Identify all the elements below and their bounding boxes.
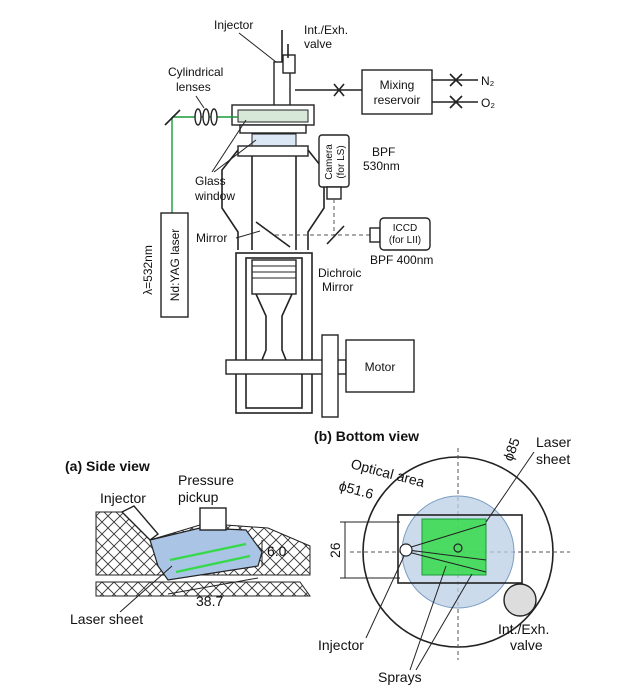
mixing-reservoir-box — [361, 69, 433, 115]
motor-box — [345, 339, 415, 393]
bpf400-label: BPF 400nm — [370, 253, 433, 267]
lens-1 — [194, 108, 202, 126]
side-laser-sheet-2 — [175, 554, 251, 574]
window-holder — [237, 145, 309, 157]
dim-6-label: 6.0 — [267, 543, 287, 559]
bottom-laser-sheet-1: Laser — [536, 434, 571, 450]
glass-window-lower — [251, 133, 297, 147]
iccd-label-2: (for LII) — [389, 235, 421, 246]
mirror-leader — [235, 230, 261, 239]
mirror-label: Mirror — [196, 231, 227, 245]
mirror-in-cylinder — [255, 221, 291, 248]
side-laser-sheet-1 — [169, 542, 247, 562]
injector-label: Injector — [214, 18, 253, 32]
iccd-label-1: ICCD — [393, 223, 417, 234]
center-marker — [453, 543, 463, 553]
sprays-leader-2 — [415, 573, 473, 671]
pressure-pickup — [199, 507, 227, 531]
crankcase-outer — [235, 252, 313, 414]
glass-window-leader-1 — [211, 119, 247, 173]
dim-38-line — [167, 577, 259, 595]
turning-mirror — [164, 109, 181, 126]
optical-area-label-1: Optical — [349, 455, 395, 482]
connecting-rod — [255, 293, 293, 371]
side-injector-label: Injector — [100, 490, 146, 506]
camera-label-2: (for LS) — [336, 145, 347, 178]
bottom-view-title: (b) Bottom view — [314, 428, 419, 444]
reservoir-label-2: reservoir — [374, 93, 421, 107]
lens-3 — [210, 108, 218, 126]
dim-38-label: 38.7 — [196, 593, 223, 609]
flywheel — [321, 334, 339, 418]
lenses-leader — [195, 95, 205, 109]
sprays-leader-1 — [409, 565, 447, 671]
valve-label-line2: valve — [304, 37, 332, 51]
engine-setup: Injector Int./Exh. valve Mixing reservoi… — [141, 18, 495, 418]
camera-label-1: Camera — [324, 144, 335, 180]
o2-label: O₂ — [481, 96, 495, 110]
bpf530-label-2: 530nm — [363, 159, 400, 173]
sprays-label: Sprays — [378, 669, 422, 685]
o2-valve-icon — [449, 95, 463, 109]
lens-2 — [202, 108, 210, 126]
side-laser-leader — [119, 565, 173, 613]
glass-ring — [239, 124, 307, 134]
pressure-label-2: pickup — [178, 489, 219, 505]
dichroic-label-2: Mirror — [322, 280, 353, 294]
glass-window-upper — [237, 109, 309, 123]
bpf530-label-1: BPF — [372, 145, 395, 159]
side-view: (a) Side view Injector Pressure pickup 6… — [65, 458, 311, 627]
spray-lines — [407, 523, 487, 573]
n2-valve-icon — [449, 73, 463, 87]
wavelength-label: λ=532nm — [141, 245, 155, 295]
side-injector — [120, 505, 160, 541]
valve-label-line1: Int./Exh. — [304, 23, 348, 37]
bottom-laser-leader — [485, 451, 535, 523]
lenses-label-1: Cylindrical — [168, 65, 223, 79]
bottom-injector-leader — [365, 555, 405, 639]
bottom-laser-sheet-2: sheet — [536, 451, 570, 467]
phi85-label: ϕ85 — [500, 435, 523, 463]
glass-window-leader-2 — [213, 139, 257, 173]
injector-leader — [238, 32, 277, 63]
iccd-lens — [369, 227, 381, 243]
glass-window-label-1: Glass — [195, 174, 226, 188]
bottom-injector-icon — [399, 543, 413, 557]
gas-valve-icon — [333, 83, 345, 97]
pressure-label-1: Pressure — [178, 472, 234, 488]
bottom-injector-label: Injector — [318, 637, 364, 653]
bottom-valve-label-2: valve — [510, 637, 543, 653]
n2-label: N₂ — [481, 74, 495, 88]
dichroic-label-1: Dichroic — [318, 266, 361, 280]
chamber-outline — [397, 514, 523, 584]
valve-body — [282, 54, 296, 74]
side-laser-sheet-label: Laser sheet — [70, 611, 143, 627]
cylinder-wall-left — [221, 149, 239, 250]
laser-label: Nd:YAG laser — [168, 229, 182, 301]
side-view-title: (a) Side view — [65, 458, 150, 474]
reservoir-label-1: Mixing — [380, 78, 415, 92]
laser-box — [160, 212, 189, 318]
motor-label: Motor — [365, 360, 396, 374]
dim-26-label: 26 — [327, 542, 343, 558]
iccd-box — [379, 217, 431, 251]
bottom-valve-label-1: Int./Exh. — [498, 621, 549, 637]
camera-lens — [326, 186, 342, 200]
bottom-valve-icon — [503, 583, 537, 617]
phi51-label: ϕ51.6 — [337, 477, 375, 502]
glass-window-label-2: window — [194, 189, 235, 203]
lenses-label-2: lenses — [176, 80, 211, 94]
dichroic-mirror — [326, 225, 345, 245]
optical-area-label-2: area — [395, 467, 426, 490]
crankcase-inner — [245, 257, 303, 409]
piston — [251, 259, 297, 295]
bottom-view: (b) Bottom view Optical area ϕ51.6 ϕ85 L… — [314, 428, 571, 685]
